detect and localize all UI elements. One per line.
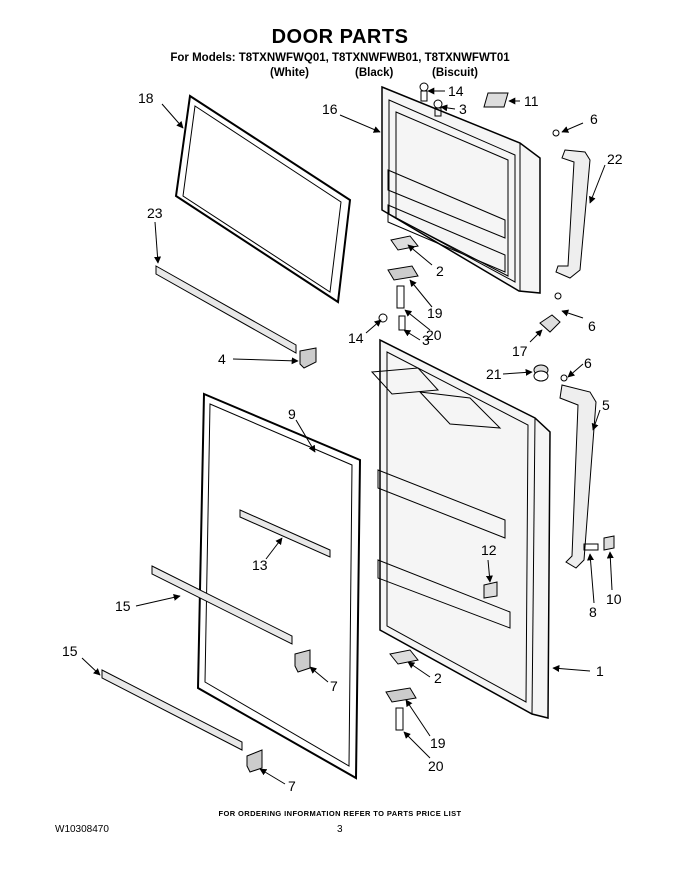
page-number: 3 [337,824,343,835]
top-hinge-screws [419,82,443,117]
shelf-clip [483,581,498,599]
trim-end-cap [299,347,317,369]
callout-17: 17 [512,343,528,359]
freezer-trim-strip [155,265,297,354]
callout-19-bottom: 19 [430,735,446,751]
handle-screw-and-cap [583,535,615,551]
callout-6-top: 6 [590,111,598,127]
callout-4: 4 [218,351,226,367]
hinge-hole-plug [533,364,549,382]
callout-14-top: 14 [448,83,464,99]
callout-16: 16 [322,101,338,117]
bottom-hinge [385,649,419,731]
color-biscuit: (Biscuit) [432,67,478,79]
callout-2-bottom: 2 [434,670,442,686]
callout-6-lower: 6 [584,355,592,371]
fresh-food-handle [559,374,597,569]
end-cap-upper [294,649,311,673]
fresh-food-door [370,338,551,719]
callout-7-upper: 7 [330,678,338,694]
callout-2-center: 2 [436,263,444,279]
callout-13: 13 [252,557,268,573]
callout-14-center: 14 [348,330,364,346]
freezer-door [381,85,541,294]
document-id: W10308470 [55,824,109,835]
callout-10: 10 [606,591,622,607]
callout-18: 18 [138,90,154,106]
callout-9: 9 [288,406,296,422]
callout-8: 8 [589,604,597,620]
callout-23: 23 [147,205,163,221]
callout-22: 22 [607,151,623,167]
callout-20-bottom: 20 [428,758,444,774]
callout-21: 21 [486,366,502,382]
callout-15-upper: 15 [115,598,131,614]
callout-7-lower: 7 [288,778,296,794]
callout-5: 5 [602,397,610,413]
callout-6-middle: 6 [588,318,596,334]
callout-3-top: 3 [459,101,467,117]
center-hinge [378,235,419,331]
end-cap-lower [246,749,263,773]
door-trim-strip-lower [101,669,243,751]
callout-19-center: 19 [427,305,443,321]
freezer-door-gasket [174,94,352,304]
fresh-food-door-gasket [196,392,362,780]
callout-15-lower: 15 [62,643,78,659]
callout-12: 12 [481,542,497,558]
callout-20-center: 20 [426,327,442,343]
callout-11: 11 [524,93,539,109]
short-trim-strip [239,509,331,558]
color-white: (White) [270,67,309,79]
handle-cap [539,314,561,333]
color-black: (Black) [355,67,394,79]
model-list: For Models: T8TXNWFWQ01, T8TXNWFWB01, T8… [170,52,510,64]
door-trim-strip-upper [151,565,293,645]
callout-1: 1 [596,663,604,679]
callout-3-center: 3 [422,332,430,348]
info-label [483,92,509,108]
freezer-handle [552,129,591,300]
page-title: DOOR PARTS [271,26,409,48]
ordering-note: FOR ORDERING INFORMATION REFER TO PARTS … [218,809,462,818]
